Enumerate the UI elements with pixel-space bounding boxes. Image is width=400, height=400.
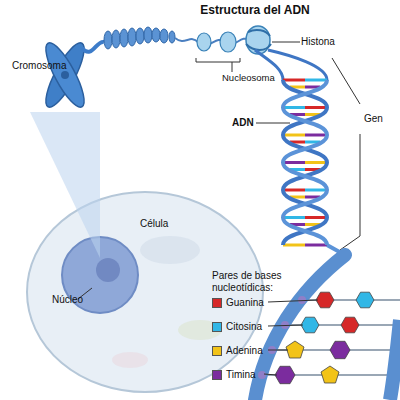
coil-loop bbox=[128, 28, 136, 46]
legend-leaders bbox=[264, 300, 318, 375]
organelle bbox=[112, 352, 148, 368]
part-label: Célula bbox=[140, 218, 200, 230]
part-label: Gen bbox=[364, 113, 398, 125]
base bbox=[305, 244, 327, 247]
legend-label: Adenina bbox=[226, 345, 286, 357]
thymine-base bbox=[275, 366, 295, 383]
wrapped-dna bbox=[246, 30, 271, 50]
coil-loop bbox=[112, 30, 120, 48]
base bbox=[283, 79, 305, 82]
legend-swatch bbox=[212, 298, 222, 308]
dna-backbone bbox=[390, 320, 400, 400]
part-label: Núcleo bbox=[52, 294, 102, 306]
base bbox=[305, 134, 327, 137]
base bbox=[283, 106, 305, 109]
legend-label: Guanina bbox=[226, 297, 286, 309]
leader-line bbox=[272, 42, 300, 43]
leader-line bbox=[268, 325, 303, 326]
legend-swatch bbox=[212, 370, 222, 380]
legend-swatch bbox=[212, 346, 222, 356]
coil-loop bbox=[136, 28, 144, 44]
legend-label: Timina bbox=[226, 369, 286, 381]
base bbox=[305, 189, 327, 192]
histone bbox=[246, 26, 270, 54]
coil-loop bbox=[144, 27, 152, 43]
base bbox=[305, 161, 327, 164]
nucleosome bbox=[220, 32, 236, 52]
thymine-base bbox=[330, 341, 350, 358]
legend-swatch bbox=[212, 322, 222, 332]
centromere bbox=[61, 71, 69, 79]
organelle bbox=[140, 236, 200, 264]
gene-bracket bbox=[332, 58, 360, 250]
zoom-cone bbox=[30, 112, 100, 258]
coil-loop bbox=[160, 29, 168, 43]
part-label: ADN bbox=[232, 117, 272, 129]
base bbox=[283, 216, 305, 219]
coil-loop bbox=[169, 31, 175, 43]
legend-label: Citosina bbox=[226, 321, 286, 333]
nucleolus bbox=[96, 258, 120, 282]
base bbox=[283, 134, 305, 137]
base bbox=[305, 79, 327, 82]
nucleosome bbox=[197, 33, 211, 51]
base bbox=[283, 161, 305, 164]
coil-loop bbox=[104, 31, 112, 49]
part-label: Cromosoma bbox=[12, 60, 82, 72]
leader-line bbox=[264, 374, 277, 375]
bracket bbox=[196, 58, 240, 72]
phosphate bbox=[298, 296, 306, 304]
chromatin-fiber bbox=[82, 42, 104, 52]
phosphate bbox=[258, 371, 266, 379]
part-label: Histona bbox=[301, 36, 361, 48]
dna-backbone bbox=[283, 80, 327, 245]
leader-line bbox=[268, 350, 288, 351]
base bbox=[283, 189, 305, 192]
cytosine-base bbox=[301, 317, 319, 333]
leader-line bbox=[256, 123, 290, 124]
coil-loop bbox=[120, 29, 128, 47]
part-label: Nucleosoma bbox=[222, 72, 292, 84]
base bbox=[283, 244, 305, 247]
base-pairs bbox=[283, 80, 327, 245]
adenine-base bbox=[321, 366, 339, 383]
dna-backbone bbox=[268, 50, 327, 80]
guanine-base bbox=[316, 292, 334, 308]
base bbox=[305, 216, 327, 219]
dna-backbone bbox=[283, 80, 327, 245]
adenine-base bbox=[286, 341, 304, 358]
chromatin-coil bbox=[104, 27, 175, 49]
leader-line bbox=[268, 300, 318, 302]
base-shapes bbox=[275, 292, 374, 384]
coil-loop bbox=[152, 28, 160, 42]
cytosine-base bbox=[356, 292, 374, 308]
part-label: Pares de bases nucleotídicas: bbox=[212, 270, 304, 294]
dna-strand bbox=[175, 38, 250, 45]
organelle bbox=[178, 320, 222, 340]
base bbox=[305, 106, 327, 109]
diagram-title: Estructura del ADN bbox=[150, 3, 360, 17]
guanine-base bbox=[341, 317, 359, 333]
